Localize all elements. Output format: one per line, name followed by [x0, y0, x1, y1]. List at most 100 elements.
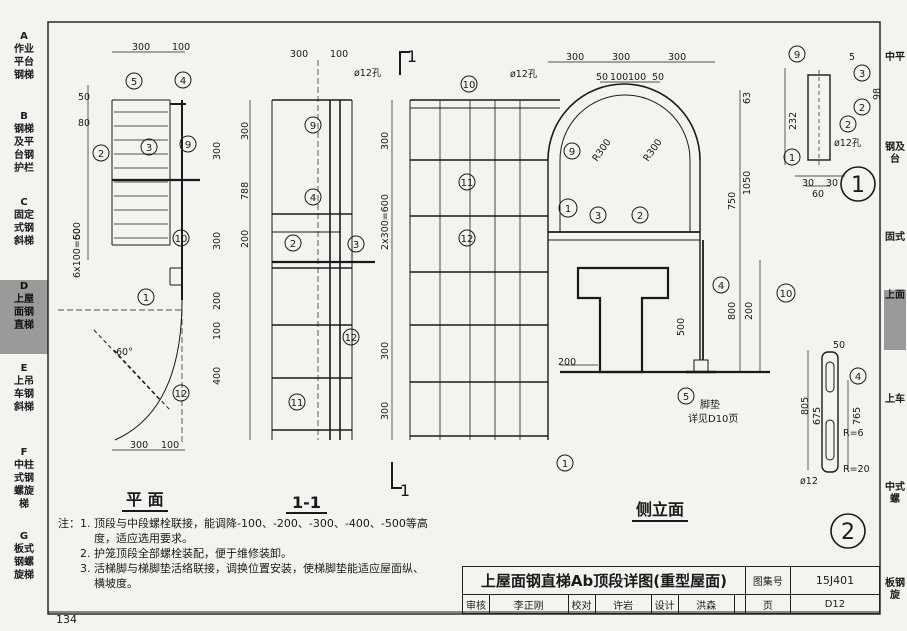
dim-label: 300	[132, 42, 150, 53]
callout-label: 3	[353, 240, 359, 251]
callout-numbers: 5 4 2 3 9 10 1 12 9 4 2 3 12 11 10 11 12…	[98, 47, 865, 545]
dimension-labels: 300 100 300 100 50 80 60° 300 100 ø12孔 3…	[78, 42, 870, 487]
notes-block: 注： 1. 顶段与中段螺栓联接，能调降-100、-200、-300、-400、-…	[58, 516, 478, 591]
callout-label: 9	[310, 121, 316, 132]
callout-label: 12	[345, 333, 358, 344]
dim-label: 50	[652, 72, 664, 83]
dim-label: 200	[558, 357, 576, 368]
callout-label: 1	[789, 153, 795, 164]
detail-1-number: 1	[851, 173, 865, 198]
dim-label: 100	[212, 322, 223, 340]
callout-label: 5	[131, 77, 137, 88]
review-label: 审核	[462, 594, 490, 614]
callout-label: 2	[98, 149, 104, 160]
dim-label: 805	[800, 397, 811, 415]
dim-label: 100	[172, 42, 190, 53]
notes-lead: 注：	[58, 517, 80, 530]
dim-label: ø12孔	[510, 69, 538, 80]
signature	[733, 594, 746, 614]
dim-label: 100	[628, 72, 646, 83]
dim-label: 300	[212, 142, 223, 160]
dim-label: 50	[78, 92, 90, 103]
dim-label: 788	[240, 182, 251, 200]
dim-label: 50	[72, 228, 83, 240]
dim-label: 200	[212, 292, 223, 310]
dim-label: 100	[161, 440, 179, 451]
dim-label: 60	[812, 189, 824, 200]
note-line: 2. 护笼顶段全部螺栓装配，便于维修装卸。	[80, 547, 292, 560]
dim-label: 300	[212, 232, 223, 250]
detail-1	[784, 68, 876, 202]
design-label: 设计	[650, 594, 679, 614]
dim-label: ø12孔	[834, 138, 862, 149]
right-sidebar-item: 中平	[885, 52, 905, 63]
page-label: 页	[744, 594, 791, 614]
callout-label: 12	[175, 389, 188, 400]
dim-label: 300	[380, 342, 391, 360]
callout-label: 3	[595, 211, 601, 222]
detail-2	[807, 350, 866, 549]
dim-label: 800	[727, 302, 738, 320]
callout-label: 11	[291, 398, 304, 409]
sidebar-item-label: 中柱式钢螺旋梯	[14, 460, 34, 510]
dim-label: 2x300=600	[380, 194, 391, 250]
detail-2-number: 2	[841, 520, 855, 545]
dim-label: 300	[380, 402, 391, 420]
dim-label: 60°	[116, 347, 133, 358]
dim-label: 765	[852, 407, 863, 425]
right-sidebar: 中平 钢及台 固式 上面 上车 中式螺 板钢旋	[880, 22, 907, 612]
section-mark-bottom: 1	[400, 481, 410, 500]
callout-label: 5	[683, 392, 689, 403]
dim-label: 400	[212, 367, 223, 385]
elevation-title: 侧立面	[632, 496, 689, 522]
callout-label: 10	[463, 80, 476, 91]
dim-label: 1050	[742, 171, 753, 195]
title-block: 上屋面钢直梯Ab顶段详图(重型屋面) 图集号 15J401 审核 李正刚 校对 …	[462, 566, 881, 614]
dim-label: 50	[833, 340, 845, 351]
right-sidebar-item: 固式	[885, 232, 905, 243]
sidebar-item-label: 上屋面钢直梯	[14, 294, 34, 331]
dim-label: 300	[130, 440, 148, 451]
dim-label: 675	[812, 407, 823, 425]
right-sidebar-item: 板钢旋	[885, 578, 905, 601]
dim-label: 50	[596, 72, 608, 83]
callout-label: 3	[859, 69, 865, 80]
callout-label: 10	[780, 289, 793, 300]
callout-label: 2	[859, 103, 865, 114]
right-sidebar-item: 钢及台	[885, 142, 905, 165]
review-name: 李正刚	[489, 594, 569, 614]
drawing-title: 上屋面钢直梯Ab顶段详图(重型屋面)	[462, 566, 746, 595]
section-mark-top: 1	[407, 47, 417, 66]
callout-label: 1	[143, 293, 149, 304]
callout-label: 10	[175, 234, 188, 245]
design-name: 洪森	[677, 594, 735, 614]
dim-label: R300	[590, 137, 613, 164]
callout-label: 1	[562, 459, 568, 470]
section-view	[249, 60, 375, 440]
dim-label: 300	[380, 132, 391, 150]
callouts	[92, 45, 871, 472]
dim-label: 100	[610, 72, 628, 83]
dim-label: 80	[78, 118, 90, 129]
dim-label: 63	[742, 92, 753, 104]
sidebar-item-label: 板式钢螺旋梯	[14, 544, 34, 581]
foot-reference: 详见D10页	[688, 412, 738, 425]
dim-label: 6x100=600	[72, 222, 83, 278]
foot-label: 脚垫	[700, 398, 720, 411]
right-sidebar-item: 上面	[884, 290, 906, 350]
dim-label: R300	[641, 137, 664, 164]
right-sidebar-item: 上车	[885, 394, 905, 405]
callout-label: 12	[461, 234, 474, 245]
dim-label: 300	[668, 52, 686, 63]
callout-label: 11	[461, 178, 474, 189]
dim-label: 30	[802, 178, 814, 189]
